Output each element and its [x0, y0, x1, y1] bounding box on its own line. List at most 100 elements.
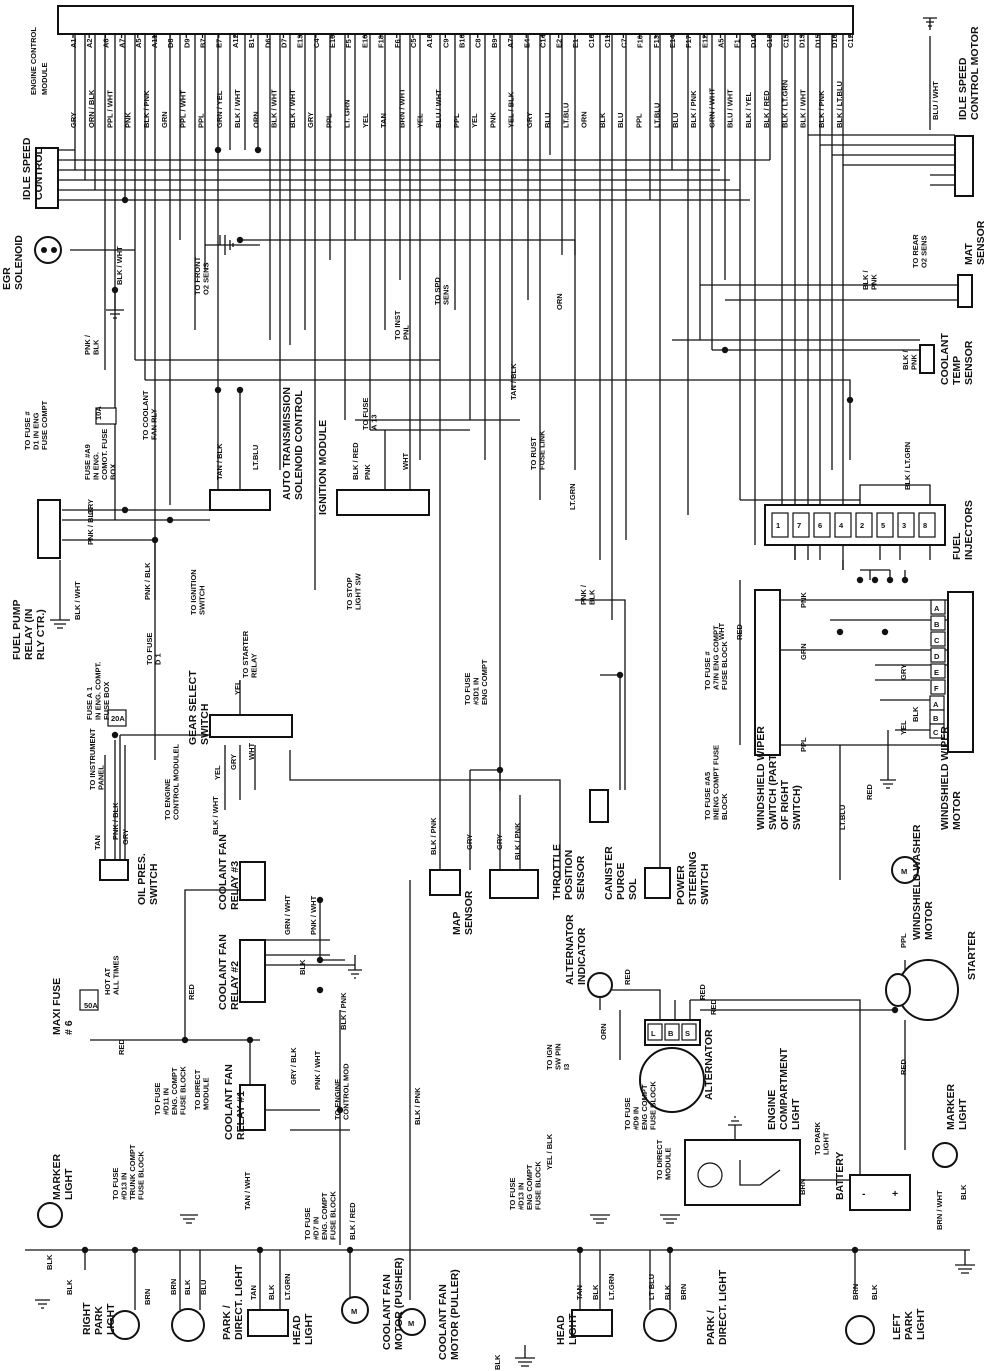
junction-dot — [891, 1006, 899, 1014]
ecm-pin-label: B1 — [247, 38, 256, 48]
junction-dot — [121, 196, 129, 204]
diagram-label: RED — [709, 999, 718, 1015]
junction-dot — [316, 896, 324, 904]
diagram-label: TO REARO2 SENS — [911, 234, 929, 268]
diagram-label: BATTERY — [834, 1152, 846, 1200]
ecm-pin-label: D13 — [797, 34, 806, 48]
junction-dot — [214, 146, 222, 154]
junction-dot — [836, 628, 844, 636]
diagram-label: BLK — [493, 1354, 502, 1370]
diagram-label: BLK / WHT — [211, 796, 220, 835]
ecm-pin-label: F16 — [636, 35, 645, 48]
diagram-label: HEADLIGHT — [291, 1313, 315, 1345]
diagram-label: MARKERLIGHT — [51, 1154, 75, 1200]
diagram-label: RED — [623, 969, 632, 985]
ground-symbol — [180, 1214, 198, 1224]
diagram-label: TAN — [575, 1285, 584, 1300]
diagram-label: BRN / WHT — [935, 1190, 944, 1230]
diagram-label: BLK / PNK — [429, 817, 438, 855]
diagram-label: TO FUSE#D13 INTRUNK COMPTFUSE BLOCK — [111, 1144, 146, 1200]
wiper-pin — [930, 663, 946, 679]
ecm-pin-label: A10 — [425, 34, 434, 48]
diagram-label: COOLANT FANMOTOR (PUSHER) — [381, 1257, 405, 1350]
alternator-pin — [647, 1023, 663, 1041]
diagram-label: FUELINJECTORS — [951, 500, 975, 560]
injector-pin — [834, 512, 852, 538]
diagram-label: IDLE SPEEDCONTROL — [21, 137, 45, 200]
ecm-wire-color: PPL — [197, 113, 206, 128]
injector-pin — [876, 512, 894, 538]
diagram-label: LT.BLU — [251, 445, 260, 470]
ecm-wire-color: ORN — [251, 111, 260, 128]
ecm-pin-label: A6 — [101, 38, 110, 48]
diagram-label: TO IGNSW PINI3 — [545, 1043, 571, 1070]
ecm-wire-color: BLU — [616, 113, 625, 128]
wiper-pin — [930, 631, 946, 647]
diagram-label: LT.BLU — [838, 805, 847, 830]
diagram-label: MATSENSOR — [963, 220, 987, 265]
diagram-label: BRN — [679, 1284, 688, 1300]
right-park-light-bulb — [110, 1310, 140, 1340]
junction-dot — [236, 386, 244, 394]
alternator-pin-letter: L — [651, 1029, 656, 1038]
diagram-label: GRY — [86, 499, 95, 515]
head-light-connector — [247, 1309, 289, 1337]
diagram-label: WINDSHIELD WASHERMOTOR — [911, 824, 935, 940]
diagram-label: BLK / PNK — [413, 1087, 422, 1125]
injector-number: 7 — [797, 521, 801, 530]
injector-number: 5 — [881, 521, 885, 530]
ecm-wire-color: GRN / YEL — [215, 90, 224, 128]
diagram-label: TO FUSEA 13 — [361, 398, 379, 430]
junction-dots — [81, 146, 909, 1254]
ground-symbol — [955, 1264, 975, 1274]
wiper-pin-letter: B — [933, 714, 939, 723]
diagram-label: BLK / WHT — [73, 581, 82, 620]
junction-dot — [181, 1036, 189, 1044]
junction-dot — [881, 628, 889, 636]
diagram-label: BRN — [143, 1289, 152, 1305]
fuel-pump-relay-body — [37, 499, 61, 559]
ignition-module-connector — [336, 489, 430, 516]
diagram-label: TAN — [93, 835, 102, 850]
junction-dot — [254, 146, 262, 154]
diagram-label: BLK — [959, 1184, 968, 1200]
coolant-temp-sensor-body — [919, 344, 935, 374]
diagram-label: GRY / BLK — [289, 1047, 298, 1085]
diagram-label: BLK — [45, 1254, 54, 1270]
ecm-wire-color: BLU / WHT — [434, 89, 443, 128]
ground-symbol — [219, 235, 234, 255]
junction-dot — [336, 1106, 344, 1114]
junction-dot — [246, 1036, 254, 1044]
wiper-pin-letter: D — [934, 652, 940, 661]
diagram-label: TO DIRECTMODULE — [655, 1139, 673, 1180]
wiper-switch-body — [754, 589, 781, 756]
diagram-label: BLK / PNK — [513, 822, 522, 860]
ecm-wire-color: BLK / WHT — [270, 89, 279, 128]
ecm-pin-label: B7 — [199, 38, 208, 48]
park-direct-light-bulb — [171, 1308, 205, 1342]
diagram-label: GRN / WHT — [283, 895, 292, 935]
ecm-wire-color: PPL / WHT — [105, 90, 114, 128]
mat-sensor-body — [957, 274, 973, 308]
ecm-wire-color: BLU / WHT — [726, 89, 735, 128]
ecm-pin-label: C11 — [603, 35, 612, 48]
ecm-wire-color: BLK / LT.BLU — [835, 81, 844, 128]
fuse-a9 — [95, 407, 117, 425]
diagram-label: TO DIRECTMODULE — [193, 1069, 211, 1110]
ecm-pin-label: D6 — [263, 38, 272, 48]
diagram-label: STARTER — [966, 931, 978, 980]
junction-dot — [166, 516, 174, 524]
diagram-label: BLK — [591, 1284, 600, 1300]
diagram-label: LT BLU — [647, 1274, 656, 1300]
wiper-motor-body — [947, 591, 974, 753]
auto-trans-solenoid-connector — [209, 489, 271, 511]
junction-dot — [616, 671, 624, 679]
idle-speed-motor-connector — [954, 135, 974, 197]
diagram-label: TAN — [249, 1285, 258, 1300]
diagram-label: GEAR SELECTSWITCH — [187, 670, 211, 745]
wiper-pin-letter: A — [934, 604, 940, 613]
diagram-label: COOLANT FANMOTOR (PULLER) — [437, 1269, 461, 1360]
